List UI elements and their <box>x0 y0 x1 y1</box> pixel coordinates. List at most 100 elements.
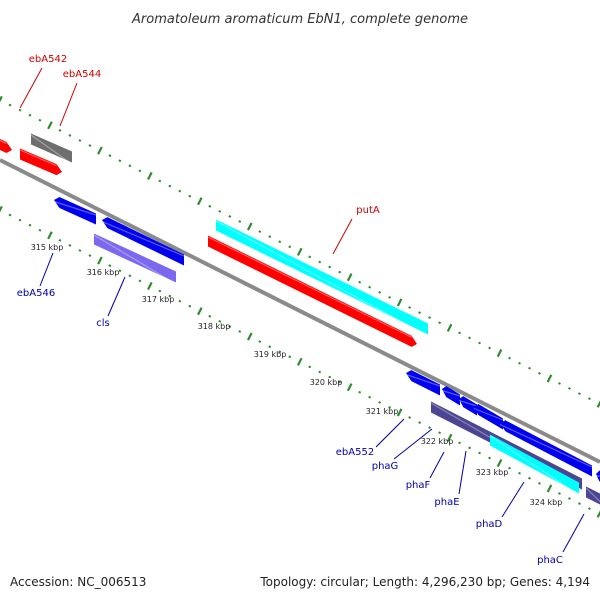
scale-label: 324 kbp <box>530 498 563 507</box>
gene-arrow-ebA552 <box>406 370 440 396</box>
tick-mark-inner <box>0 205 3 213</box>
tick-layer <box>0 95 600 518</box>
tick-mark-inner <box>38 228 42 232</box>
gene-arrow-ebA546 <box>54 196 96 225</box>
tick-mark-outer <box>228 215 232 218</box>
tick-mark-inner <box>478 451 481 455</box>
tick-mark-inner <box>408 416 412 419</box>
tick-mark-inner <box>458 441 462 445</box>
gene-arrow-minus-purple <box>586 486 600 505</box>
tick-mark-inner <box>108 264 112 268</box>
tick-mark-outer <box>97 146 103 155</box>
leader-ebA552 <box>375 418 405 448</box>
tick-mark-inner <box>138 279 142 283</box>
tick-mark-outer <box>528 366 531 370</box>
gene-arrow-phaE <box>474 404 503 430</box>
feature-layer <box>0 133 600 505</box>
scale-label: 317 kbp <box>142 295 175 304</box>
tick-mark-outer <box>408 306 412 309</box>
tick-mark-inner <box>228 325 232 328</box>
tick-mark-outer <box>428 316 432 320</box>
tick-mark-outer <box>296 247 303 256</box>
feature-highlight <box>441 389 461 397</box>
tick-mark-outer <box>38 118 42 122</box>
tick-mark-inner <box>238 330 242 333</box>
tick-mark-outer <box>578 392 581 395</box>
leader-phaD <box>501 481 525 518</box>
feature-highlight <box>19 149 57 167</box>
leader-ebA546 <box>39 252 54 287</box>
tick-mark-outer <box>396 298 403 307</box>
feature-highlight <box>473 407 504 421</box>
tick-mark-outer <box>18 108 22 112</box>
feature-highlight <box>93 234 177 285</box>
leader-putA <box>332 218 353 255</box>
tick-mark-inner <box>438 431 442 435</box>
tick-mark-inner <box>588 507 591 511</box>
leader-phaE <box>458 450 467 495</box>
tick-mark-inner <box>488 456 491 460</box>
leader-ebA544 <box>59 82 78 127</box>
tick-mark-outer <box>328 265 332 269</box>
tick-mark-outer <box>496 349 503 358</box>
tick-mark-outer <box>346 273 353 282</box>
tick-mark-outer <box>128 164 132 168</box>
tick-mark-outer <box>78 139 82 142</box>
tick-mark-inner <box>568 497 571 500</box>
tick-mark-inner <box>288 355 292 359</box>
tick-mark-outer <box>218 209 222 213</box>
gene-arrow-minus-blue <box>102 217 184 266</box>
tick-mark-inner <box>258 340 262 344</box>
gene-label-phaE: phaE <box>434 497 459 508</box>
tick-mark-inner <box>218 319 222 323</box>
tick-mark-outer <box>468 336 472 340</box>
gene-arrow-minus-blue-2 <box>500 420 592 477</box>
tick-mark-outer <box>47 121 53 130</box>
tick-mark-outer <box>0 95 3 103</box>
tick-mark-outer <box>108 154 112 158</box>
tick-mark-outer <box>246 222 253 231</box>
tick-mark-outer <box>568 387 571 390</box>
gene-label-putA: putA <box>356 205 380 216</box>
tick-mark-inner <box>428 426 432 430</box>
tick-mark-inner <box>88 254 92 257</box>
gene-label-ebA546: ebA546 <box>17 288 55 299</box>
tick-mark-inner <box>546 484 553 493</box>
leader-cls <box>107 276 126 317</box>
gene-arrow-putA <box>208 235 417 347</box>
accession-text: Accession: NC_006513 <box>10 575 146 589</box>
feature-highlight <box>499 423 593 468</box>
feature-highlight <box>405 373 441 387</box>
tick-mark-outer <box>8 103 12 107</box>
tick-mark-inner <box>318 370 322 374</box>
tick-mark-inner <box>388 406 392 409</box>
tick-mark-inner <box>528 476 531 480</box>
tick-mark-inner <box>168 294 172 298</box>
scale-label: 315 kbp <box>31 243 64 252</box>
tick-mark-outer <box>197 197 203 206</box>
scale-label: 322 kbp <box>421 437 454 446</box>
genome-summary-text: Topology: circular; Length: 4,296,230 bp… <box>259 575 590 589</box>
tick-mark-inner <box>418 421 422 424</box>
scale-label: 316 kbp <box>87 268 120 277</box>
tick-mark-outer <box>358 280 362 284</box>
gene-label-ebA552: ebA552 <box>336 447 374 458</box>
tick-mark-inner <box>158 289 162 293</box>
tick-mark-outer <box>188 194 192 198</box>
tick-mark-inner <box>328 375 332 379</box>
gene-label-ebA544: ebA544 <box>63 69 101 80</box>
tick-mark-outer <box>178 189 182 193</box>
tick-mark-inner <box>296 357 303 366</box>
tick-mark-inner <box>378 400 382 404</box>
scale-label: 318 kbp <box>198 322 231 331</box>
tick-mark-inner <box>208 314 212 318</box>
tick-mark-outer <box>138 169 142 173</box>
scale-label: 319 kbp <box>254 350 287 359</box>
gene-arrow-unnamed <box>0 139 12 154</box>
feature-highlight <box>458 399 478 407</box>
tick-mark-outer <box>558 382 561 385</box>
tick-mark-outer <box>258 230 262 234</box>
gene-label-phaG: phaG <box>372 461 399 472</box>
tick-mark-outer <box>438 321 442 325</box>
